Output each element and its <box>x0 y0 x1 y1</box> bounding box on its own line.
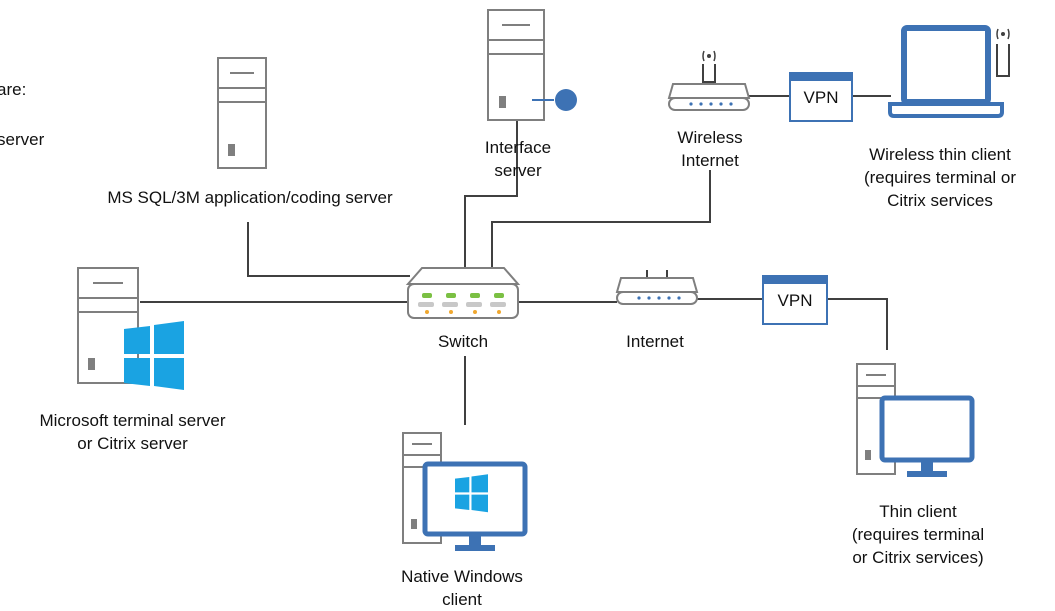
connection-lines <box>140 95 891 425</box>
line-interface-to-switch <box>464 102 518 270</box>
label-thin-client: Thin client (requires terminal or Citrix… <box>851 502 985 567</box>
label-terminal-server: Microsoft terminal server or Citrix serv… <box>39 411 226 453</box>
windows-logo-icon <box>124 321 184 390</box>
line-vpn-to-thin <box>828 298 888 350</box>
label-fragment-1: are: <box>0 80 27 99</box>
label-switch: Switch <box>437 332 489 351</box>
wireless-router-icon <box>667 50 751 111</box>
vpn-box-wired <box>762 275 828 325</box>
label-wireless-thin-client: Wireless thin client (requires terminal … <box>863 145 1017 210</box>
interface-connector-icon <box>555 89 577 111</box>
label-interface-server: Interface server <box>484 138 552 180</box>
laptop-icon <box>888 25 1004 118</box>
label-internet: Internet <box>626 332 684 351</box>
label-wireless-internet: Wireless Internet <box>677 128 743 170</box>
interface-server-icon <box>487 9 554 121</box>
native-client-windows-logo-icon <box>455 474 488 513</box>
label-native-client: Native Windows client <box>401 567 523 609</box>
vpn-label-wired: VPN <box>777 291 813 310</box>
vpn-label-wireless: VPN <box>803 88 839 107</box>
label-sql-server: MS SQL/3M application/coding server <box>107 188 393 207</box>
vpn-box-wireless <box>789 72 853 122</box>
line-wireless-to-switch <box>491 170 711 270</box>
internet-router-icon <box>615 270 699 305</box>
laptop-wireless-antenna-icon <box>996 28 1010 77</box>
thin-client-monitor-icon <box>879 395 975 477</box>
label-fragment-2: server <box>0 130 45 149</box>
switch-icon <box>405 267 521 319</box>
line-sql-to-switch <box>247 222 410 277</box>
sql-server-icon <box>217 57 267 169</box>
